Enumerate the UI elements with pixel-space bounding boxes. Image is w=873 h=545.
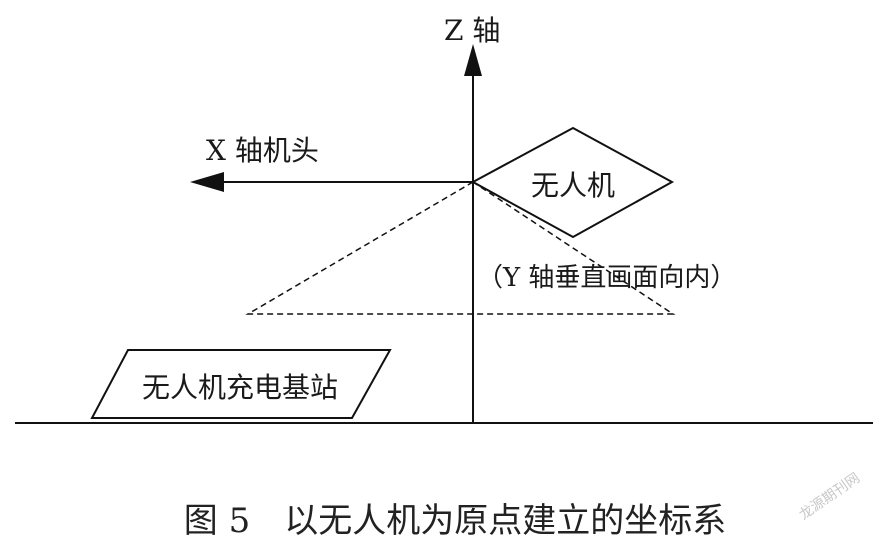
x-axis-arrowhead xyxy=(190,172,224,192)
base-station-shape xyxy=(90,349,392,419)
projection-triangle xyxy=(245,181,676,315)
x-axis-label: X 轴机头 xyxy=(206,134,319,167)
figure-caption: 图 5 以无人机为原点建立的坐标系 xyxy=(184,501,726,541)
watermark: 龙源期刊网 xyxy=(796,470,863,523)
base-station-label: 无人机充电基站 xyxy=(142,371,338,404)
z-axis-label: Z 轴 xyxy=(444,14,500,47)
z-axis-arrowhead xyxy=(464,44,482,76)
drone-shape xyxy=(470,126,675,239)
y-axis-label: （Y 轴垂直画面向内） xyxy=(477,263,736,293)
drone-label: 无人机 xyxy=(531,169,615,202)
